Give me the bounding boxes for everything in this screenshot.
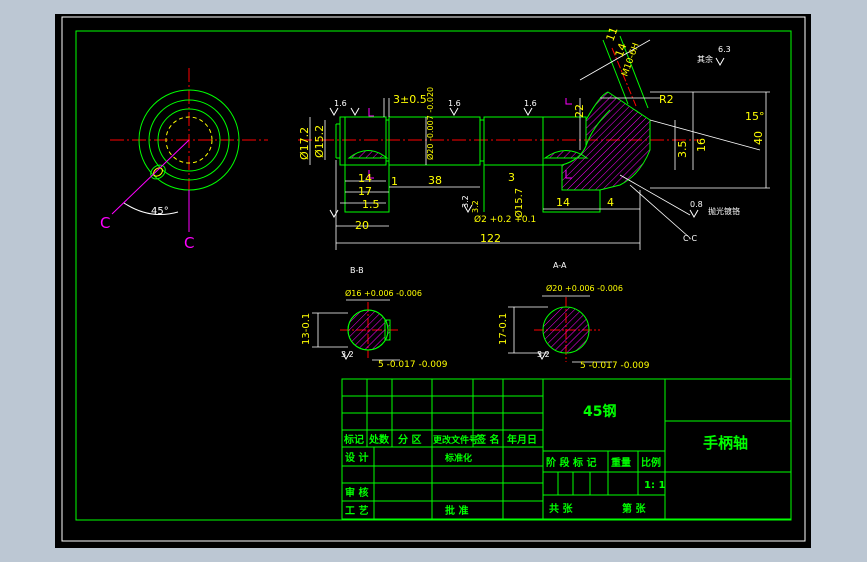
outer-frame (61, 16, 806, 542)
dim-3-2: 3.2 (471, 200, 480, 213)
drawing-canvas (55, 14, 811, 548)
others-rough-label: 其余 (697, 54, 713, 64)
dim-17: 17 (358, 185, 372, 198)
dim-relief: Ø2 +0.2 +0.1 (474, 214, 536, 225)
dim-d15-7: Ø15.7 (513, 188, 525, 218)
rough-1-6-a: 1.6 (334, 99, 347, 108)
section-a-a: A-A Ø20 +0.006 -0.006 17-0.1 5 -0.017 -0… (498, 261, 650, 371)
rough-1-6-c: 1.6 (524, 99, 537, 108)
total-sheets-label: 共 张 (549, 502, 573, 515)
dim-1-5: 1.5 (362, 198, 380, 211)
dim-14: 14 (358, 172, 372, 185)
bb-5: 5 -0.017 -0.009 (378, 360, 448, 370)
aa-5: 5 -0.017 -0.009 (580, 361, 650, 371)
header-change-doc: 更改文件号 (433, 434, 478, 446)
material-label: 45钢 (583, 403, 616, 420)
dim-1: 1 (391, 175, 398, 188)
weight-label: 重量 (611, 456, 631, 469)
section-cut-markers (368, 98, 572, 179)
section-b-title: B-B (350, 266, 364, 275)
note-polish: 抛光镀铬 (708, 206, 740, 216)
scale-label: 比例 (641, 456, 661, 469)
dim-d15-2: Ø15.2 (313, 125, 326, 158)
rough-1-6-b: 1.6 (448, 99, 461, 108)
end-view: 45° C C (100, 68, 268, 252)
dim-rough-0-8: 0.8 (690, 200, 703, 209)
rough-3-2: 3.2 (461, 195, 470, 208)
dim-14c: 14 (613, 41, 630, 59)
dimension-lines (309, 39, 770, 250)
standardize-label: 标准化 (444, 452, 472, 464)
section-c-c-label: C-C (683, 234, 697, 243)
review-label: 审 核 (345, 486, 368, 499)
dim-r2: R2 (659, 93, 674, 106)
aa-dia: Ø20 +0.006 -0.006 (546, 283, 623, 293)
section-c-label-left: C (100, 214, 110, 232)
handle-section (561, 91, 651, 191)
header-mark: 标记 (343, 433, 364, 446)
bb-rough: 3.2 (341, 350, 354, 359)
dim-4: 4 (607, 196, 614, 209)
dim-16: 16 (695, 138, 708, 152)
dim-122: 122 (480, 232, 501, 245)
header-count: 处数 (368, 433, 390, 446)
title-block (341, 378, 792, 520)
dim-14b: 14 (556, 196, 570, 209)
dim-38: 38 (428, 174, 442, 187)
section-a-title: A-A (553, 261, 567, 270)
header-date: 年月日 (507, 433, 537, 446)
sheet-no-label: 第 张 (622, 502, 646, 515)
dim-20: 20 (355, 219, 369, 232)
aa-17: 17-0.1 (498, 313, 509, 345)
dim-15deg: 15° (745, 110, 765, 123)
dim-11: 11 (604, 25, 621, 43)
dim-3: 3 (508, 171, 515, 184)
approve-label: 批 准 (445, 504, 468, 517)
dim-3pm05: 3±0.5 (393, 93, 427, 106)
aa-rough: 3.2 (537, 350, 550, 359)
stage-mark-label: 阶 段 标 记 (546, 456, 596, 469)
bb-dia: Ø16 +0.006 -0.006 (345, 288, 422, 298)
keyway-section-b (347, 150, 389, 159)
section-b-b: B-B Ø16 +0.006 -0.006 13-0.1 5 -0.017 -0… (301, 266, 448, 370)
inner-frame (75, 30, 792, 521)
scale-value: 1: 1 (644, 480, 665, 491)
dim-3-5: 3.5 (676, 141, 689, 159)
dim-shaft-dia: Ø20 -0.007 -0.020 (425, 87, 435, 160)
header-zone: 分 区 (398, 433, 421, 446)
header-sign: 签 名 (475, 433, 499, 446)
main-shaft-view: 1.6 1.6 1.6 3.2 其余 6.3 (298, 25, 770, 250)
dim-22: 22 (573, 104, 586, 118)
dim-d17-2: Ø17.2 (298, 127, 311, 160)
part-name: 手柄轴 (703, 434, 748, 452)
process-label: 工 艺 (345, 504, 368, 517)
others-rough-value: 6.3 (718, 45, 731, 54)
section-c-label-bottom: C (184, 234, 194, 252)
roughness-marks (329, 57, 725, 219)
bb-13: 13-0.1 (301, 313, 312, 345)
design-label: 设 计 (345, 451, 368, 464)
angle-45-label: 45° (151, 206, 169, 217)
dim-40: 40 (752, 131, 765, 145)
